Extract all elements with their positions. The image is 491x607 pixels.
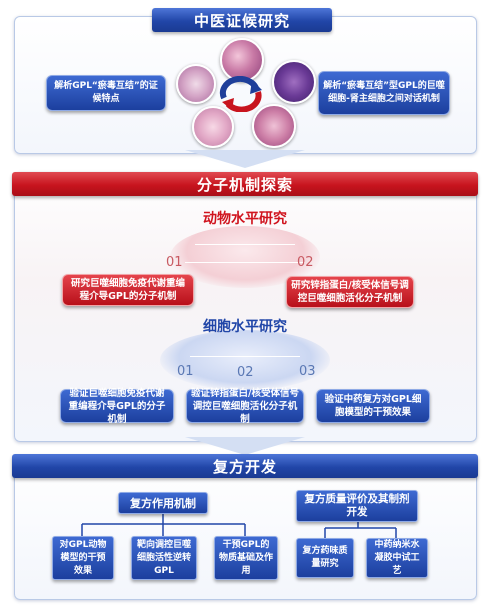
quality-item-2-box: 中药纳米水凝胶中试工艺 xyxy=(366,538,428,578)
histology-image-right xyxy=(272,60,316,104)
flow-chevron-1 xyxy=(185,150,305,168)
cell-level-title: 细胞水平研究 xyxy=(203,319,287,335)
tcm-left-box: 解析GPL“瘀毒互结”的证候特点 xyxy=(46,75,166,111)
animal-item-2-number: 02 xyxy=(297,255,314,270)
cell-item-2-number: 02 xyxy=(237,365,254,380)
cell-item-3-box: 验证中药复方对GPL细胞模型的干预效果 xyxy=(316,389,430,423)
cell-item-2-box: 验证锌指蛋白/核受体信号调控巨噬细胞活化分子机制 xyxy=(186,388,304,425)
animal-level-title: 动物水平研究 xyxy=(203,211,287,227)
tcm-title: 中医证候研究 xyxy=(193,11,290,30)
molecular-title: 分子机制探索 xyxy=(196,175,293,194)
cell-pedestal-line xyxy=(190,356,300,357)
cell-pedestal xyxy=(160,330,330,390)
mechanism-item-2-box: 靶向调控巨噬细胞活性逆转GPL xyxy=(131,536,197,580)
animal-pedestal-line-1 xyxy=(195,244,295,245)
quality-item-1-box: 复方药味质量研究 xyxy=(296,538,354,578)
flow-chevron-2 xyxy=(185,437,305,455)
cell-item-1-number: 01 xyxy=(177,364,194,379)
mechanism-item-3-box: 干预GPL的物质基础及作用 xyxy=(214,536,278,580)
formula-header: 复方开发 xyxy=(12,454,478,478)
mechanism-item-1-box: 对GPL动物模型的干预效果 xyxy=(52,536,114,580)
animal-item-2-box: 研究锌指蛋白/核受体信号调控巨噬细胞活化分子机制 xyxy=(286,276,414,308)
histology-image-bottom-right xyxy=(252,104,296,148)
tcm-header: 中医证候研究 xyxy=(152,8,332,32)
mechanism-group-box: 复方作用机制 xyxy=(118,492,208,514)
cell-item-1-box: 验证巨噬细胞免疫代谢重编程介导GPL的分子机制 xyxy=(60,388,174,425)
quality-group-box: 复方质量评价及其制剂开发 xyxy=(296,490,418,522)
cycle-arrow-icon xyxy=(219,76,262,112)
tcm-right-box: 解析“瘀毒互结”型GPL的巨噬细胞-肾主细胞之间对话机制 xyxy=(318,71,450,115)
animal-item-1-number: 01 xyxy=(166,255,183,270)
formula-title: 复方开发 xyxy=(212,457,277,476)
cell-item-3-number: 03 xyxy=(299,364,316,379)
animal-item-1-box: 研究巨噬细胞免疫代谢重编程介导GPL的分子机制 xyxy=(62,274,194,306)
molecular-header: 分子机制探索 xyxy=(12,172,478,196)
histology-cluster xyxy=(168,36,318,150)
animal-pedestal-line-2 xyxy=(185,262,305,263)
histology-image-left xyxy=(176,64,216,104)
histology-image-bottom-left xyxy=(192,106,234,148)
